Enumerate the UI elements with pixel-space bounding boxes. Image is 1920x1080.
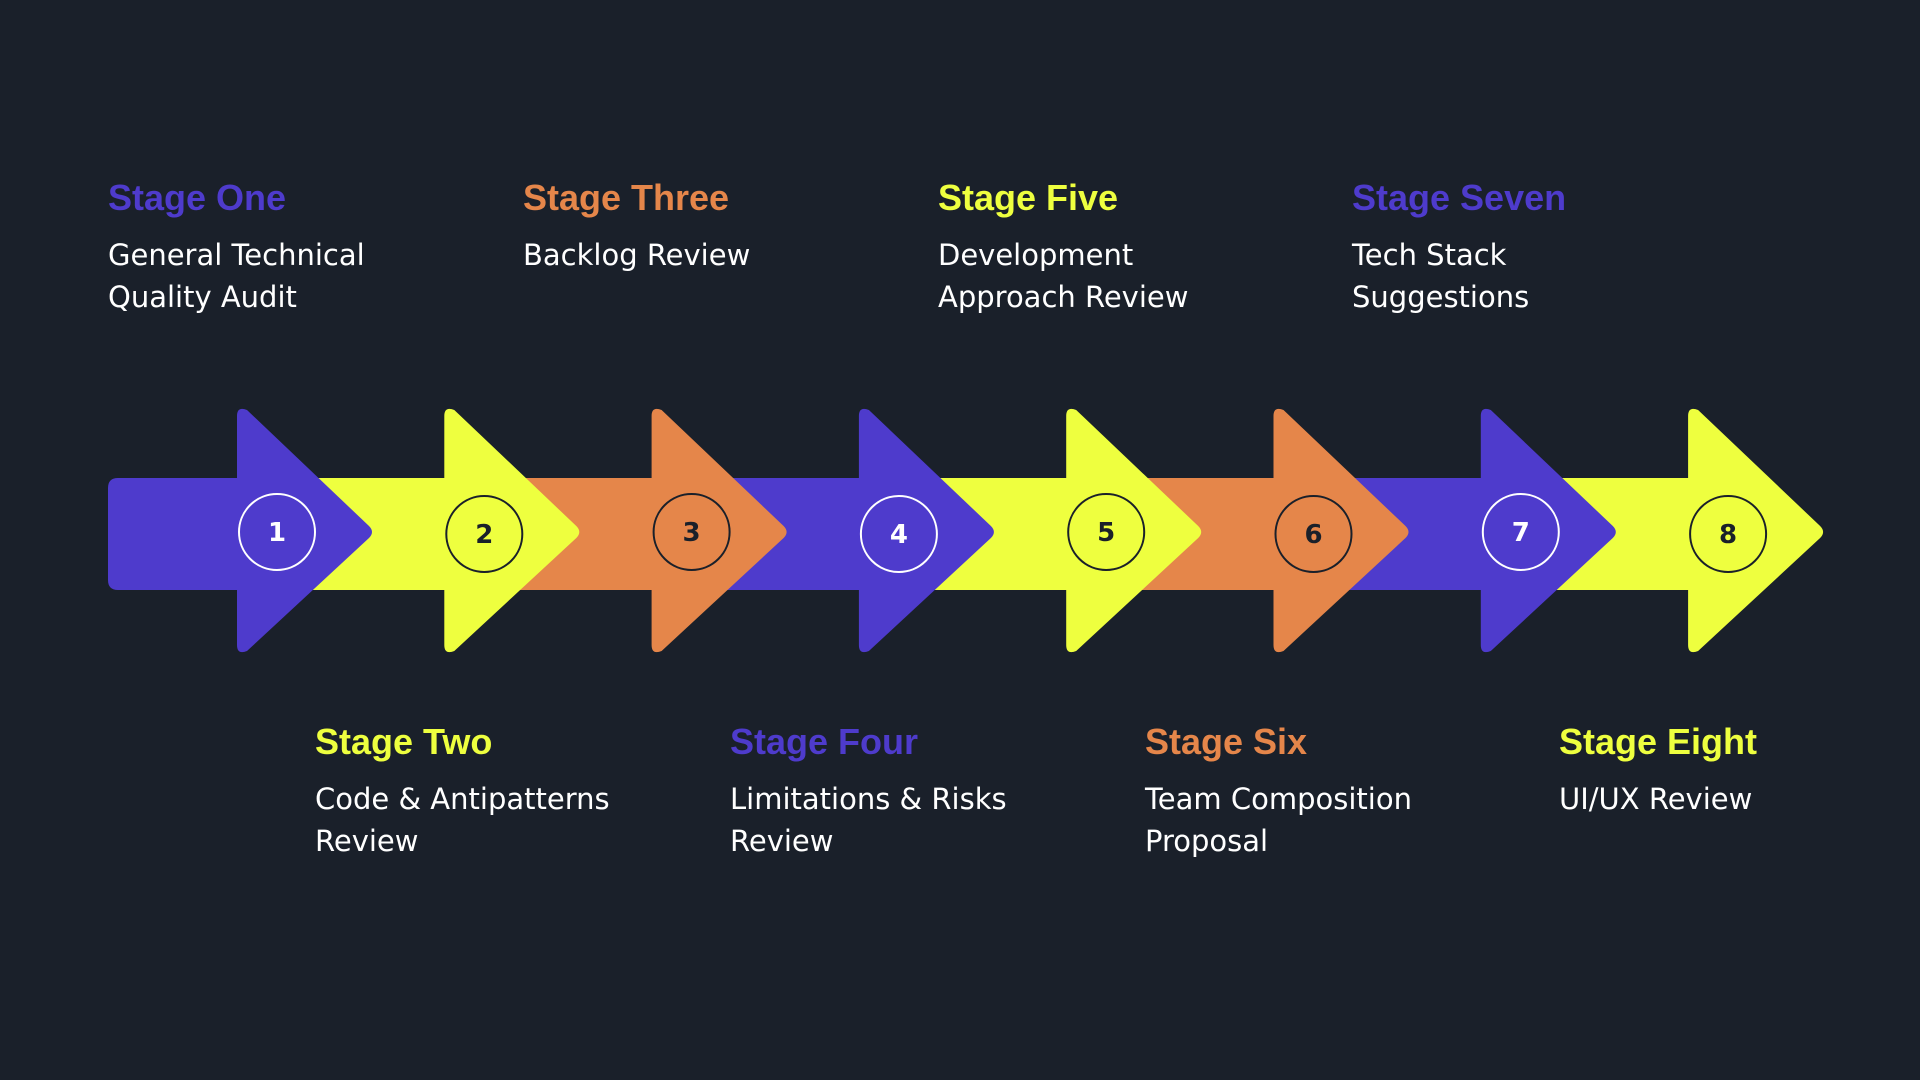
stage-7-label: Stage Seven Tech Stack Suggestions	[1352, 178, 1772, 318]
stage-8-number-badge: 8	[1689, 495, 1768, 573]
stage-1-title: Stage One	[108, 177, 287, 218]
stage-6-title: Stage Six	[1145, 721, 1308, 762]
stage-2-number-circle	[445, 495, 524, 573]
stage-7-title: Stage Seven	[1352, 177, 1567, 218]
stage-1-label: Stage One General Technical Quality Audi…	[108, 178, 528, 318]
stage-3-arrow	[494, 408, 787, 653]
stage-2-arrow	[287, 408, 580, 653]
stage-1-number-circle	[238, 493, 316, 571]
stage-3-description: Backlog Review	[523, 238, 751, 272]
stage-4-number: 4	[890, 520, 908, 550]
stage-6-number: 6	[1304, 520, 1322, 550]
stage-4-title: Stage Four	[730, 721, 919, 762]
stage-8-label: Stage Eight UI/UX Review	[1559, 722, 1920, 820]
stage-2-description: Code & Antipatterns Review	[315, 782, 610, 858]
stage-8-title: Stage Eight	[1559, 721, 1758, 762]
stage-5-number: 5	[1097, 518, 1115, 548]
stage-8-number: 8	[1719, 520, 1737, 550]
stage-7-number-circle	[1481, 493, 1560, 571]
stage-5-title: Stage Five	[938, 177, 1119, 218]
stage-3-number-badge: 3	[652, 493, 731, 571]
stage-2-title: Stage Two	[315, 721, 493, 762]
stage-5-label: Stage Five Development Approach Review	[938, 178, 1358, 318]
stage-5-description: Development Approach Review	[938, 238, 1189, 314]
stage-3-number-circle	[652, 493, 731, 571]
stage-8-arrow	[1530, 408, 1824, 653]
stage-2-number: 2	[475, 520, 493, 550]
stage-8-number-circle	[1689, 495, 1768, 573]
stage-5-arrow	[908, 408, 1202, 653]
stage-3-number: 3	[683, 518, 701, 548]
stage-4-arrow	[701, 408, 994, 653]
stage-4-description: Limitations & Risks Review	[730, 782, 1007, 858]
stage-4-label: Stage Four Limitations & Risks Review	[730, 722, 1150, 862]
stage-3-label: Stage Three Backlog Review	[523, 178, 943, 276]
stage-8-description: UI/UX Review	[1559, 782, 1753, 816]
stage-1-description: General Technical Quality Audit	[108, 238, 365, 314]
stage-7-number: 7	[1512, 518, 1530, 548]
stage-5-number-badge: 5	[1067, 493, 1146, 571]
stage-6-number-badge: 6	[1274, 495, 1353, 573]
stage-6-label: Stage Six Team Composition Proposal	[1145, 722, 1565, 862]
stage-7-arrow	[1323, 408, 1616, 653]
stage-2-number-badge: 2	[445, 495, 524, 573]
stage-4-number-badge: 4	[859, 495, 938, 573]
stage-2-label: Stage Two Code & Antipatterns Review	[315, 722, 735, 862]
stage-6-description: Team Composition Proposal	[1145, 782, 1412, 858]
stage-1-number: 1	[268, 518, 286, 548]
stage-6-number-circle	[1274, 495, 1353, 573]
stage-6-arrow	[1116, 408, 1409, 653]
stage-5-number-circle	[1067, 493, 1146, 571]
stage-7-number-badge: 7	[1481, 493, 1560, 571]
stage-3-title: Stage Three	[523, 177, 730, 218]
stage-1-number-badge: 1	[238, 493, 316, 571]
stage-4-number-circle	[859, 495, 938, 573]
stage-7-description: Tech Stack Suggestions	[1352, 238, 1530, 314]
